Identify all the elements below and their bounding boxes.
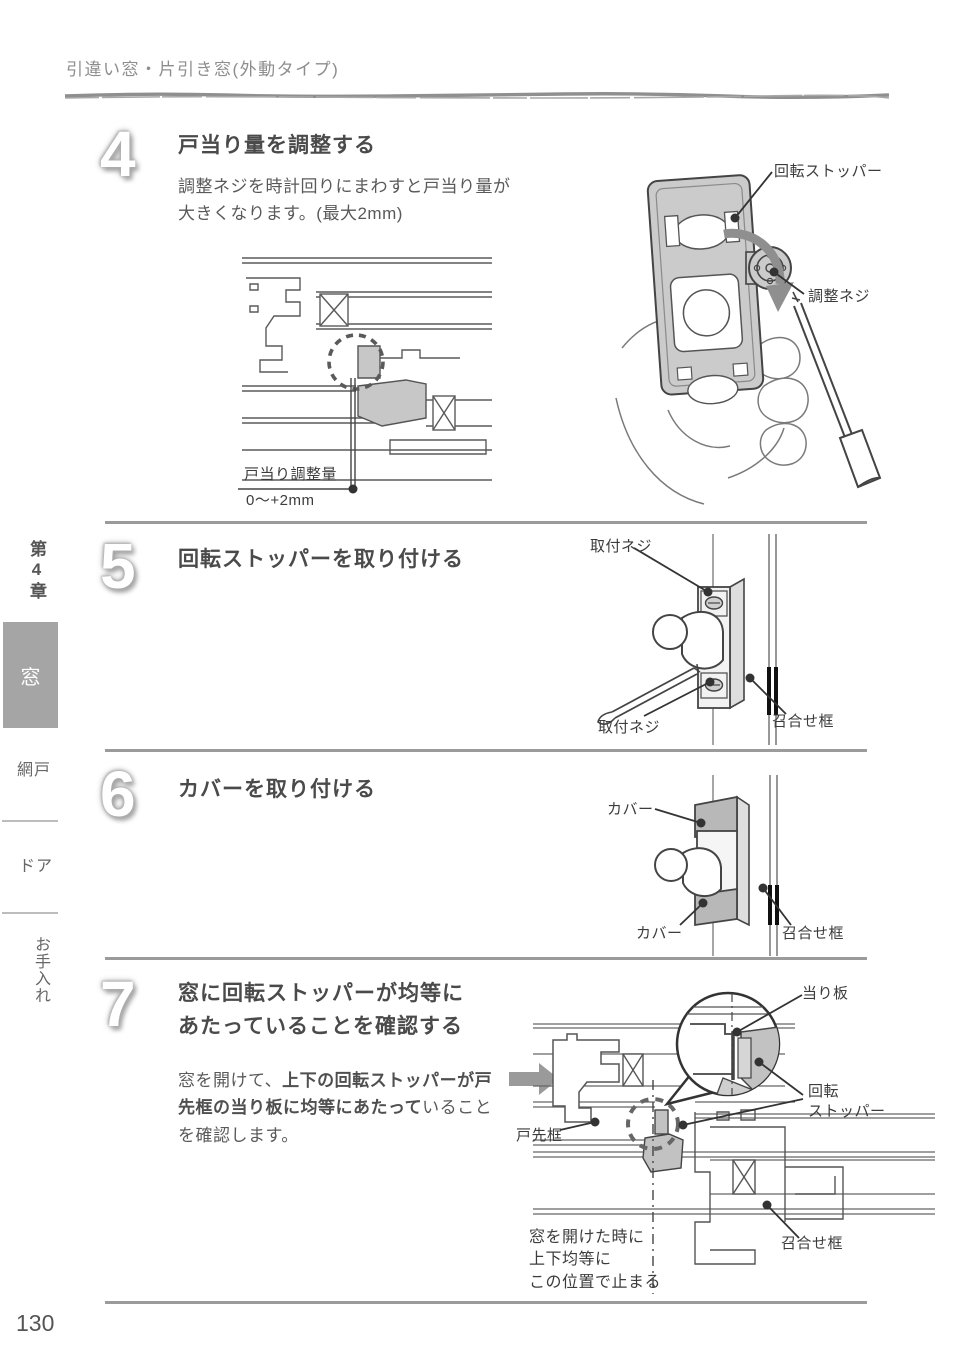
- meeting-stile-lines: [768, 775, 779, 956]
- meeting-stile-lines: [767, 534, 778, 745]
- section-divider-1: [105, 521, 867, 524]
- sidebar-divider-1: [2, 820, 58, 822]
- step7-title: 窓に回転ストッパーが均等に あたっていることを確認する: [178, 982, 464, 1038]
- screwdriver: [597, 663, 701, 726]
- step7-check-diagram: [509, 991, 935, 1294]
- section-divider-bottom: [105, 1301, 867, 1304]
- screwdriver: [791, 291, 882, 489]
- step4-label-adjust-range: 0～+2mm: [246, 492, 315, 509]
- direction-arrow-icon: [509, 1063, 559, 1095]
- sidebar-tab-window: 窓: [3, 622, 58, 728]
- step5-number: 5: [100, 530, 136, 602]
- step6-label-cover-top: カバー: [607, 801, 654, 818]
- cover-bottom-part: [694, 887, 738, 927]
- sidebar-item-care: お手入れ: [32, 936, 49, 1004]
- stopper-hook: [681, 610, 724, 670]
- step6-number: 6: [100, 758, 136, 830]
- rotation-arrow-icon: [723, 228, 794, 312]
- step4-body: 調整ネジを時計回りにまわすと戸当り量が 大きくなります。(最大2mm): [178, 177, 511, 224]
- step7-body: 窓を開けて、上下の回転ストッパーが戸先框の当り板に均等にあたっていることを確認し…: [178, 1040, 508, 1149]
- step7-number: 7: [100, 968, 136, 1040]
- step6-cover-diagram: [654, 775, 792, 956]
- section-divider-3: [105, 957, 867, 960]
- page-number: 130: [16, 1310, 55, 1336]
- step7-body-suffix: いることを確認します。: [178, 1098, 493, 1145]
- step5-label-mount-screw-bottom: 取付ネジ: [598, 719, 661, 736]
- adjust-amount-callout: [238, 378, 356, 490]
- stopper-knob: [654, 848, 688, 882]
- leader-lines: [559, 994, 804, 1239]
- step7-label-strike-plate: 当り板: [802, 985, 849, 1002]
- step5-stopper-diagram: [597, 534, 787, 745]
- frame-profile-left: [246, 277, 301, 373]
- leader-lines: [734, 171, 805, 295]
- step7-label-rotation-stopper: 回転 ストッパー: [808, 1083, 886, 1121]
- step4-label-adjust-amount: 戸当り調整量: [244, 466, 338, 483]
- step7-label-meeting-stile: 召合せ框: [781, 1235, 844, 1252]
- brush-stroke-rule: [64, 92, 890, 99]
- step6-label-meeting-stile: 召合せ框: [782, 925, 845, 942]
- step6-label-cover-bottom: カバー: [636, 925, 683, 942]
- stopper-hook: [682, 847, 722, 898]
- glazing-hatch-box-top: [622, 1053, 644, 1087]
- step6-title: カバーを取り付ける: [178, 778, 376, 801]
- dashed-focus-circle: [626, 1097, 680, 1151]
- rotation-stopper-body: [652, 577, 745, 710]
- step7-label-leading-stile: 戸先框: [516, 1127, 563, 1144]
- step5-title: 回転ストッパーを取り付ける: [178, 548, 464, 571]
- stopper-base-plate: [646, 174, 765, 405]
- section-divider-2: [105, 749, 867, 752]
- leader-lines: [654, 808, 792, 926]
- leader-lines: [633, 547, 787, 717]
- step7-body-prefix: 窓を開けて、: [178, 1071, 283, 1091]
- sidebar-item-door: ドア: [19, 858, 54, 875]
- step4-title: 戸当り量を調整する: [178, 134, 376, 157]
- step4-label-rotation-stopper: 回転ストッパー: [774, 163, 883, 180]
- step4-label-adjust-screw: 調整ネジ: [808, 288, 871, 305]
- step4-number: 4: [100, 118, 136, 190]
- meeting-stile-assembly: [694, 1109, 844, 1265]
- step4-hand-illustration: [615, 171, 882, 505]
- page-header-title: 引違い窓・片引き窓(外動タイプ): [66, 60, 340, 79]
- sidebar-tab-window-label: 窓: [20, 666, 41, 689]
- leading-stile-profile: [552, 1033, 620, 1123]
- stopper-parts-gray: [357, 345, 427, 427]
- step7-body-emphasis: 上下の回転ストッパーが戸先框の当り板に均等にあたって: [178, 1071, 493, 1118]
- sidebar-divider-2: [2, 912, 58, 914]
- plate-hole-middle: [669, 273, 744, 353]
- callout-dot: [348, 484, 358, 494]
- step5-label-meeting-stile: 召合せ框: [772, 713, 835, 730]
- step7-note-open-position: 窓を開けた時に 上下均等に この位置で止まる: [529, 1229, 662, 1291]
- magnifier-contents: [677, 993, 779, 1095]
- plate-hole-bottom: [687, 374, 739, 405]
- step4-cross-section-diagram: [238, 257, 492, 494]
- stopper-with-covers: [654, 795, 750, 927]
- step5-label-mount-screw-top: 取付ネジ: [590, 538, 653, 555]
- dashed-focus-circle: [327, 333, 385, 391]
- sidebar-item-screen: 網戸: [17, 762, 52, 779]
- sidebar-chapter-label: 第4章: [27, 540, 46, 602]
